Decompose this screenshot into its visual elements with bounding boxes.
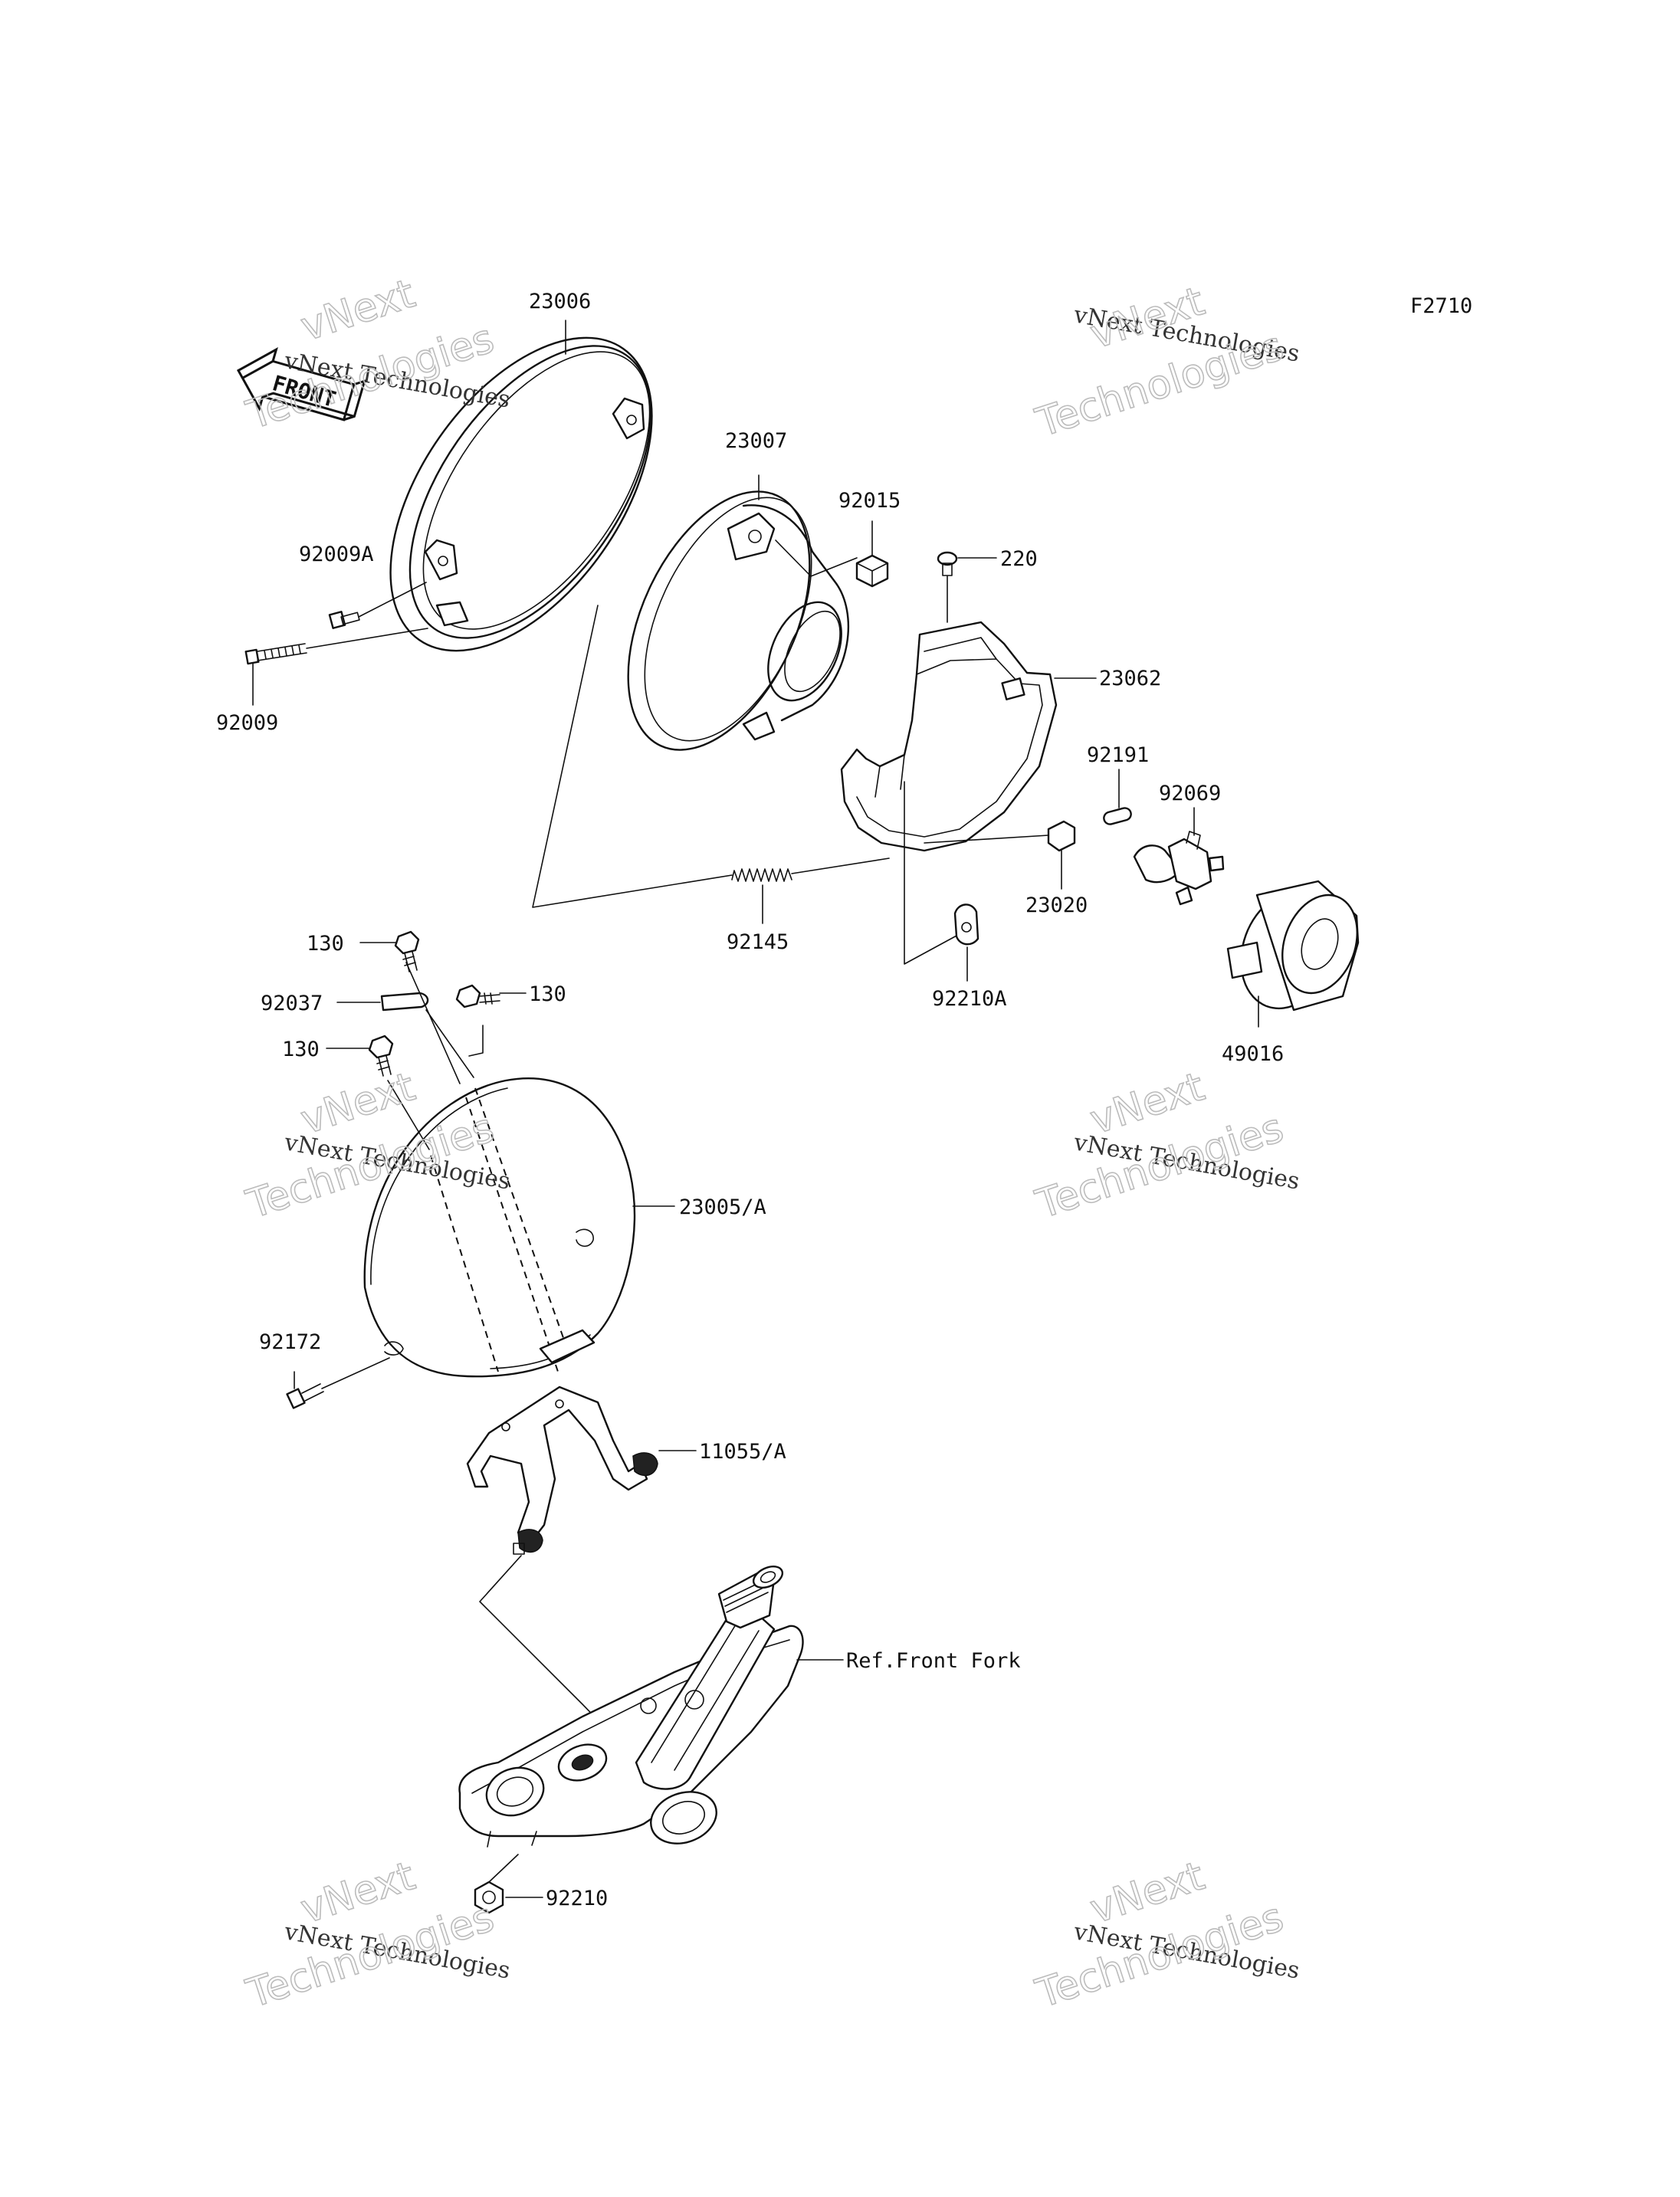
label-23005a: 23005/A: [679, 1195, 766, 1219]
watermark-top-left: vNext Technologies vNext Technologies: [241, 271, 512, 440]
screw-220: [937, 551, 958, 576]
label-130-top: 130: [307, 932, 344, 956]
watermark-mid-right: vNext Technologies vNext Technologies: [1030, 1064, 1301, 1229]
bulb-92069: [1133, 831, 1225, 906]
label-92172: 92172: [259, 1330, 321, 1354]
fork-top-bracket: [458, 1566, 804, 1848]
nut-92015: [855, 554, 889, 588]
headlight-bracket: [840, 621, 1058, 852]
watermark-bottom-right: vNext Technologies vNext Technologies: [1030, 1853, 1301, 2018]
label-23007: 23007: [725, 429, 787, 453]
screw-92172: [286, 1383, 324, 1409]
front-arrow-icon: FRONT: [236, 346, 366, 421]
label-49016: 49016: [1222, 1042, 1284, 1066]
label-92210a: 92210A: [932, 987, 1007, 1011]
headlight-unit: [627, 490, 850, 751]
figure-code: F2710: [1410, 294, 1472, 318]
bolt-130-mid: [455, 984, 500, 1008]
label-130-mid: 130: [529, 982, 566, 1006]
label-23020: 23020: [1025, 894, 1088, 917]
label-92015: 92015: [838, 489, 901, 513]
watermark-top-right: vNext Technologies vNext Technologies: [1030, 278, 1301, 448]
spring-92145: [731, 868, 792, 882]
label-92191: 92191: [1087, 743, 1149, 767]
watermark-bottom-left: vNext Technologies vNext Technologies: [241, 1853, 512, 2018]
mount-bracket: [466, 1385, 658, 1555]
socket-23020: [1047, 820, 1076, 852]
label-ref-front-fork: Ref.Front Fork: [846, 1649, 1021, 1673]
clip-92210a: [953, 903, 979, 946]
svg-text:vNext: vNext: [295, 271, 420, 350]
label-130-low: 130: [282, 1038, 320, 1061]
headlight-shell: [363, 1077, 636, 1378]
bolt-130-low: [368, 1035, 394, 1077]
label-92145: 92145: [727, 930, 789, 954]
bolt-92009: [244, 643, 307, 665]
screw-92009a: [328, 611, 360, 629]
pin-92191: [1103, 807, 1132, 825]
label-23062: 23062: [1099, 667, 1161, 690]
label-220: 220: [1000, 547, 1038, 571]
label-23006: 23006: [529, 290, 591, 313]
label-92069: 92069: [1159, 782, 1221, 805]
bolt-130-top: [394, 930, 420, 972]
label-92009a: 92009A: [299, 543, 374, 566]
label-92009: 92009: [216, 711, 278, 735]
label-92037: 92037: [261, 992, 323, 1015]
headlight-rim: [389, 336, 653, 652]
label-92210: 92210: [546, 1887, 608, 1910]
dust-cap-49016: [1226, 880, 1360, 1012]
label-11055a: 11055/A: [699, 1440, 786, 1464]
clip-92037: [380, 992, 429, 1012]
